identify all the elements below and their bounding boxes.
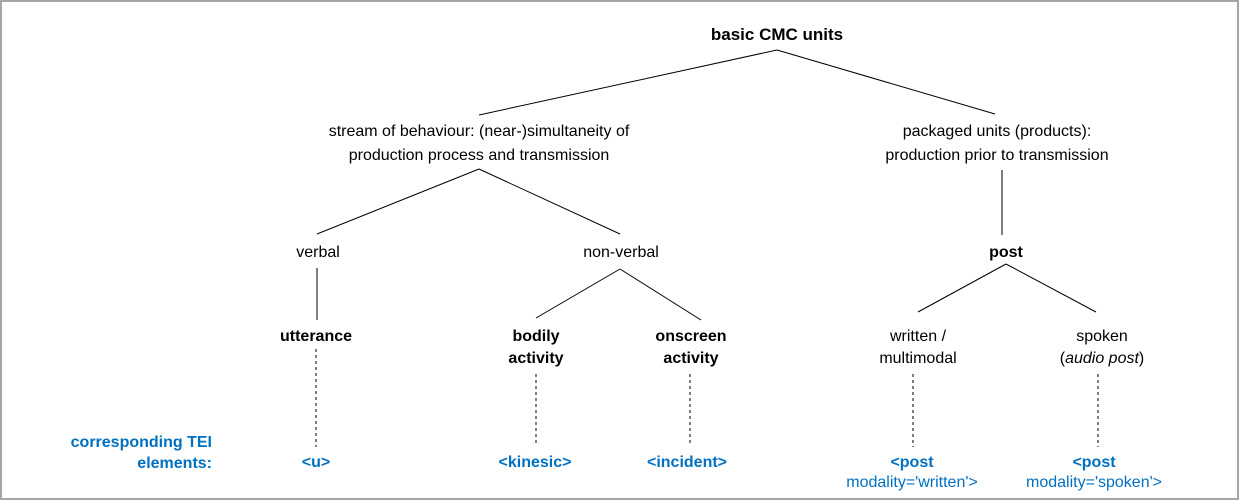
tei-post-written-line1: <post (890, 454, 934, 471)
bodily-activity-line1: bodily (512, 328, 560, 345)
tei-post-spoken-label: <post modality='spoken'> (1026, 453, 1162, 493)
tei-post-written-line2: modality='written'> (846, 474, 978, 491)
onscreen-activity-line2: activity (663, 350, 719, 367)
tei-u-text: <u> (301, 454, 331, 471)
spoken-line2: (audio post) (1060, 348, 1145, 370)
stream-of-behaviour-line1: stream of behaviour: (near-)simultaneity… (328, 123, 630, 140)
spoken-audio-post-italic: audio post (1065, 350, 1139, 367)
edge-post-to-written (917, 263, 1007, 313)
tei-kinesic-text: <kinesic> (498, 454, 572, 471)
onscreen-activity-line1: onscreen (655, 328, 727, 345)
edge-root-to-packaged (776, 49, 996, 115)
tei-post-written-label: <post modality='written'> (846, 453, 978, 493)
tei-u-label: <u> (302, 453, 330, 473)
spoken-open-paren: ( (1059, 350, 1066, 367)
tei-caption-line1: corresponding TEI (70, 434, 212, 451)
written-multimodal-node: written / multimodal (879, 326, 956, 370)
edge-nonverbal-to-bodily (535, 268, 621, 319)
utterance-node: utterance (279, 328, 353, 345)
edge-nonverbal-to-onscreen (619, 268, 702, 321)
nonverbal-node: non-verbal (583, 244, 659, 261)
spoken-line1: spoken (1076, 328, 1128, 345)
edge-stream-to-verbal (316, 168, 480, 235)
tei-post-spoken-line1: <post (1072, 454, 1116, 471)
tei-incident-text: <incident> (646, 454, 728, 471)
packaged-units-line1: packaged units (products): (902, 123, 1092, 140)
spoken-audio-post-node: spoken (audio post) (1060, 326, 1145, 370)
written-multimodal-line2: multimodal (879, 350, 957, 367)
edge-root-to-stream (478, 49, 778, 116)
tei-post-spoken-line2: modality='spoken'> (1026, 474, 1162, 491)
stream-of-behaviour-node: stream of behaviour: (near-)simultaneity… (329, 120, 630, 168)
tei-elements-caption: corresponding TEI elements: (42, 432, 212, 474)
packaged-units-line2: production prior to transmission (885, 147, 1109, 164)
stream-of-behaviour-line2: production process and transmission (348, 147, 610, 164)
tei-incident-label: <incident> (647, 453, 727, 473)
bodily-activity-line2: activity (508, 350, 564, 367)
bodily-activity-node: bodily activity (508, 326, 563, 370)
post-node: post (989, 244, 1023, 261)
packaged-units-node: packaged units (products): production pr… (885, 120, 1108, 168)
root-node-basic-cmc-units: basic CMC units (710, 25, 844, 44)
tei-kinesic-label: <kinesic> (499, 453, 572, 473)
spoken-close-paren: ) (1138, 350, 1145, 367)
verbal-node: verbal (296, 244, 340, 261)
written-multimodal-line1: written / (889, 328, 947, 345)
tei-caption-line2: elements: (137, 455, 212, 472)
edge-post-to-spoken (1005, 263, 1097, 313)
onscreen-activity-node: onscreen activity (655, 326, 726, 370)
edge-stream-to-nonverbal (478, 168, 621, 235)
